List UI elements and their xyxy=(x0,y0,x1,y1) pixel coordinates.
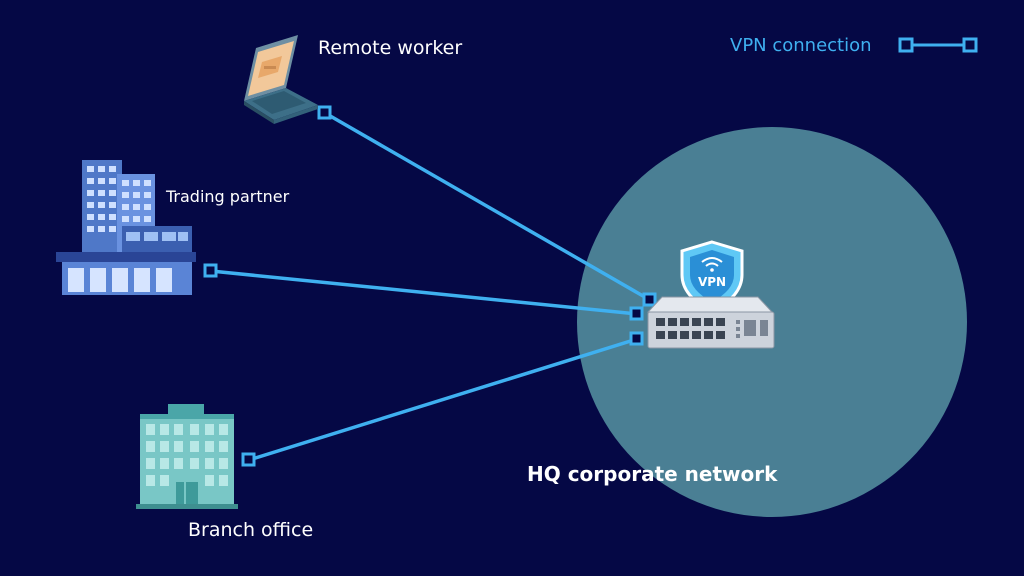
laptop-icon xyxy=(244,35,318,124)
network-switch-icon xyxy=(646,296,775,349)
remote-worker-label: Remote worker xyxy=(318,37,463,59)
endpoint-trading-partner xyxy=(203,263,218,278)
branch-office-label: Branch office xyxy=(188,519,314,541)
office-towers-icon xyxy=(56,160,196,295)
office-building-icon xyxy=(136,404,238,509)
endpoint-hq-2 xyxy=(629,306,644,321)
endpoint-remote-worker xyxy=(317,105,332,120)
legend-vpn-line xyxy=(898,37,978,53)
vpn-badge-text: VPN xyxy=(698,275,726,289)
trading-partner-label: Trading partner xyxy=(166,187,290,206)
vpn-line-remote-worker xyxy=(324,111,651,302)
vpn-connections xyxy=(210,111,651,462)
endpoint-branch-office xyxy=(241,452,256,467)
endpoint-hq-3 xyxy=(629,331,644,346)
hq-network-label: HQ corporate network xyxy=(527,462,778,486)
endpoint-hq-1 xyxy=(642,292,657,307)
vpn-line-trading-partner xyxy=(210,269,638,316)
legend-label: VPN connection xyxy=(730,35,872,56)
vpn-endpoints xyxy=(203,105,657,467)
vpn-line-branch-office xyxy=(248,337,638,462)
